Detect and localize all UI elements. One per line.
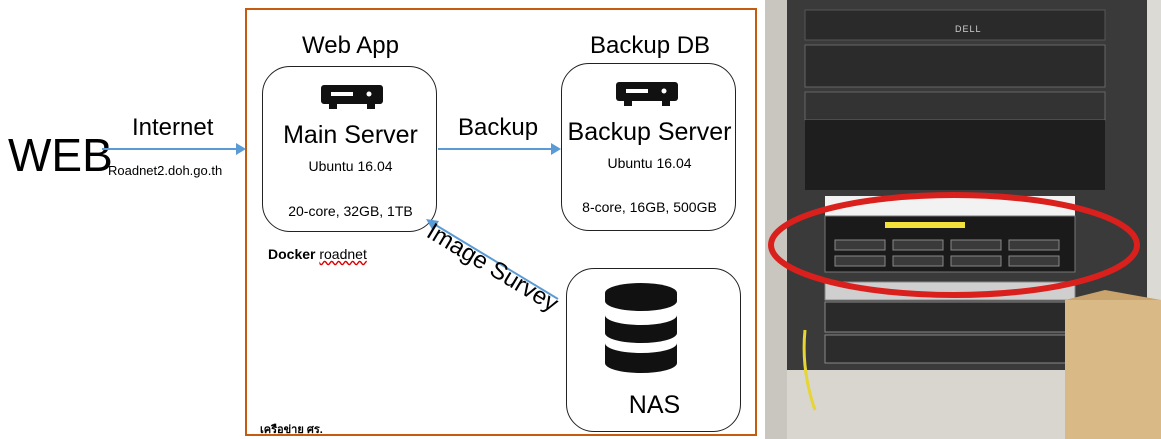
backup-server-specs: 8-core, 16GB, 500GB xyxy=(582,199,717,215)
docker-prefix: Docker xyxy=(268,246,316,262)
docker-label: Docker roadnet xyxy=(268,246,367,262)
docker-name: roadnet xyxy=(319,246,367,262)
internet-label: Internet xyxy=(132,114,214,141)
web-app-heading: Web App xyxy=(302,32,399,59)
main-server-specs: 20-core, 32GB, 1TB xyxy=(288,203,413,219)
footer-note: เครือข่าย ศร. xyxy=(260,424,323,436)
rack-image xyxy=(765,0,1161,439)
backup-server-title: Backup Server xyxy=(567,118,732,146)
main-server-node: Main Server Ubuntu 16.04 20-core, 32GB, … xyxy=(262,66,437,232)
image-survey-arrow xyxy=(426,219,559,300)
internet-arrow xyxy=(102,143,246,155)
database-icon xyxy=(605,283,677,373)
backup-arrow-label: Backup xyxy=(458,114,539,141)
server-icon xyxy=(616,82,678,106)
backup-db-heading: Backup DB xyxy=(590,32,711,59)
diagram-frame xyxy=(245,8,757,436)
domain-label: Roadnet2.doh.go.th xyxy=(108,163,223,178)
backup-server-os: Ubuntu 16.04 xyxy=(607,155,692,171)
backup-arrow xyxy=(438,143,561,155)
rack-brand-label: DELL xyxy=(955,24,982,34)
server-rack-photo: DELL xyxy=(765,0,1161,439)
main-server-os: Ubuntu 16.04 xyxy=(308,158,393,174)
backup-server-node: Backup Server Ubuntu 16.04 8-core, 16GB,… xyxy=(561,63,736,231)
nas-title: NAS xyxy=(628,391,681,419)
server-icon xyxy=(321,85,383,109)
main-server-title: Main Server xyxy=(283,121,418,149)
web-label: WEB xyxy=(8,129,113,181)
nas-node: NAS xyxy=(566,268,741,432)
